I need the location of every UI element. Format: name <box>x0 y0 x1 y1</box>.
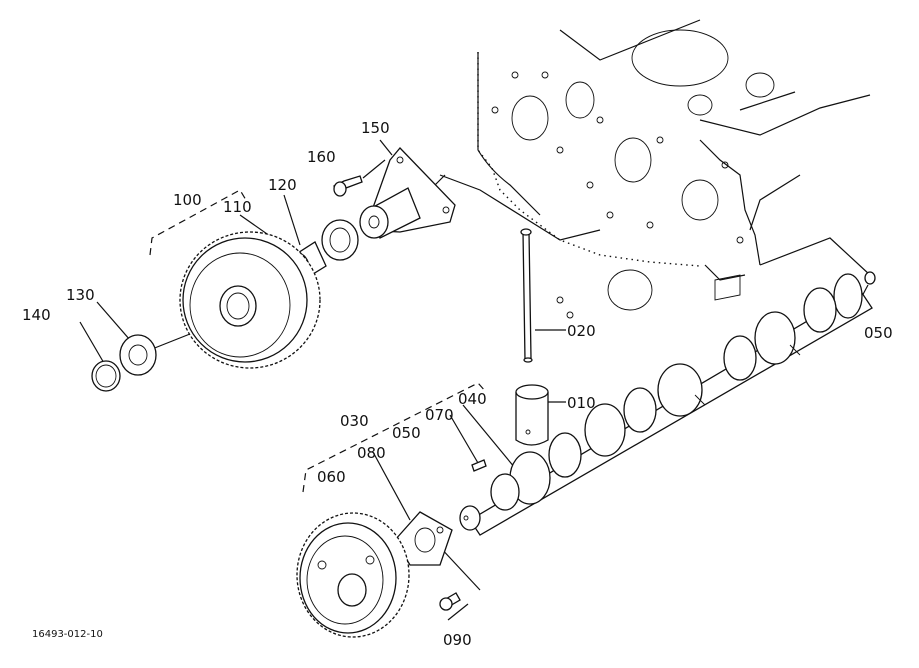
callout-050: 050 <box>392 424 421 442</box>
thrust-collar <box>321 219 359 261</box>
callout-030: 030 <box>340 412 369 430</box>
key <box>471 459 487 472</box>
bolt <box>439 592 461 611</box>
leader-lines <box>79 139 871 621</box>
callout-050-plug: 050 <box>864 324 893 342</box>
callout-040: 040 <box>458 390 487 408</box>
callout-060: 060 <box>317 468 346 486</box>
callout-080: 080 <box>357 444 386 462</box>
callout-070: 070 <box>425 406 454 424</box>
snap-ring <box>91 360 121 392</box>
callout-010: 010 <box>567 394 596 412</box>
callout-020: 020 <box>567 322 596 340</box>
callout-130: 130 <box>66 286 95 304</box>
thrust-washer <box>119 334 157 376</box>
callout-110: 110 <box>223 198 252 216</box>
callout-160: 160 <box>307 148 336 166</box>
bolt <box>333 175 363 197</box>
plug <box>864 271 876 285</box>
callout-100: 100 <box>173 191 202 209</box>
callout-labels: 010 020 030 040 050 050 060 070 080 090 … <box>22 119 893 649</box>
cam-gear <box>296 512 410 638</box>
idle-gear-shaft <box>359 147 456 239</box>
callout-150: 150 <box>361 119 390 137</box>
drawing-number: 16493-012-10 <box>32 629 103 640</box>
engine-block <box>477 19 871 319</box>
camshaft <box>459 273 873 536</box>
callout-090: 090 <box>443 631 472 649</box>
callout-140: 140 <box>22 306 51 324</box>
push-rod <box>520 228 533 363</box>
idle-gear <box>179 231 321 369</box>
tappet <box>515 384 549 446</box>
callout-120: 120 <box>268 176 297 194</box>
